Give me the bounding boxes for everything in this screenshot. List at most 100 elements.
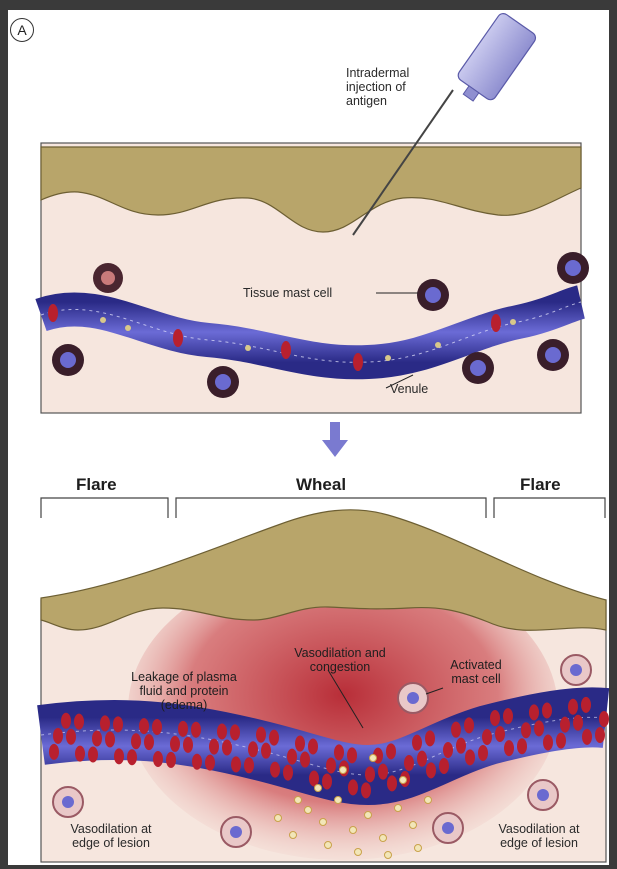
- red-blood-cell: [178, 721, 188, 737]
- flare-left-heading: Flare: [76, 475, 117, 495]
- red-blood-cell: [404, 755, 414, 771]
- red-blood-cell: [88, 747, 98, 763]
- red-blood-cell: [465, 749, 475, 765]
- red-blood-cell: [248, 741, 258, 757]
- red-blood-cell: [582, 729, 592, 745]
- red-blood-cell: [495, 726, 505, 742]
- red-blood-cell: [105, 731, 115, 747]
- red-blood-cell: [261, 743, 271, 759]
- red-blood-cell: [74, 714, 84, 730]
- red-blood-cell: [326, 757, 336, 773]
- red-blood-cell: [269, 730, 279, 746]
- red-blood-cell: [568, 699, 578, 715]
- plasma-protein-dot: [320, 819, 327, 826]
- red-blood-cell: [166, 752, 176, 768]
- plasma-protein-dot: [290, 832, 297, 839]
- red-blood-cell: [170, 736, 180, 752]
- red-blood-cell: [256, 727, 266, 743]
- wheal-heading: Wheal: [296, 475, 346, 495]
- red-blood-cell: [503, 708, 513, 724]
- plasma-protein-dot: [380, 835, 387, 842]
- red-blood-cell: [581, 697, 591, 713]
- red-blood-cell: [426, 762, 436, 778]
- plasma-protein-dot: [355, 849, 362, 856]
- plasma-protein-dot: [315, 785, 322, 792]
- red-blood-cell: [144, 734, 154, 750]
- red-blood-cell: [361, 782, 371, 798]
- red-blood-cell: [139, 718, 149, 734]
- red-blood-cell: [270, 762, 280, 778]
- red-blood-cell: [100, 715, 110, 731]
- top-panel: [41, 11, 589, 413]
- red-blood-cell: [92, 731, 102, 747]
- plasma-protein-dot: [325, 842, 332, 849]
- red-blood-cell: [75, 746, 85, 762]
- red-blood-cell: [114, 748, 124, 764]
- leakage-label: Leakage of plasma fluid and protein (ede…: [114, 670, 254, 712]
- red-blood-cell: [152, 719, 162, 735]
- red-blood-cell: [378, 764, 388, 780]
- plasma-protein-dot: [275, 815, 282, 822]
- plasma-protein-dot: [295, 797, 302, 804]
- red-blood-cell: [295, 736, 305, 752]
- red-blood-cell: [230, 724, 240, 740]
- plasma-protein-dot: [400, 777, 407, 784]
- red-blood-cell: [217, 724, 227, 740]
- red-blood-cell: [543, 735, 553, 751]
- red-blood-cell: [347, 747, 357, 763]
- red-blood-cell: [573, 715, 583, 731]
- diagram-artwork: [8, 10, 609, 865]
- plasma-protein-dot: [335, 797, 342, 804]
- red-blood-cell: [595, 727, 605, 743]
- red-blood-cell: [300, 752, 310, 768]
- red-blood-cell: [386, 743, 396, 759]
- plasma-protein-dot: [415, 845, 422, 852]
- red-blood-cell: [183, 737, 193, 753]
- plasma-protein-dot: [410, 822, 417, 829]
- red-blood-cell: [209, 739, 219, 755]
- flare-right-heading: Flare: [520, 475, 561, 495]
- red-blood-cell: [66, 729, 76, 745]
- edge-right-label: Vasodilation at edge of lesion: [474, 822, 604, 850]
- red-blood-cell: [283, 765, 293, 781]
- red-blood-cell: [456, 738, 466, 754]
- red-blood-cell: [244, 757, 254, 773]
- red-blood-cell: [599, 711, 609, 727]
- red-blood-cell: [348, 779, 358, 795]
- red-blood-cell: [387, 775, 397, 791]
- red-blood-cell: [53, 728, 63, 744]
- red-blood-cell: [412, 735, 422, 751]
- red-blood-cell: [556, 733, 566, 749]
- plasma-protein-dot: [385, 852, 392, 859]
- plasma-protein-dot: [370, 755, 377, 762]
- red-blood-cell: [464, 717, 474, 733]
- plasma-protein-dot: [350, 827, 357, 834]
- red-blood-cell: [49, 744, 59, 760]
- red-blood-cell: [482, 729, 492, 745]
- red-blood-cell: [529, 704, 539, 720]
- red-blood-cell: [191, 722, 201, 738]
- red-blood-cell: [560, 717, 570, 733]
- red-blood-cell: [127, 749, 137, 765]
- red-blood-cell: [542, 703, 552, 719]
- plasma-protein-dot: [305, 807, 312, 814]
- red-blood-cell: [61, 713, 71, 729]
- red-blood-cell: [192, 754, 202, 770]
- red-blood-cell: [153, 751, 163, 767]
- red-blood-cell: [521, 722, 531, 738]
- red-blood-cell: [451, 722, 461, 738]
- red-blood-cell: [287, 749, 297, 765]
- red-blood-cell: [322, 773, 332, 789]
- red-blood-cell: [417, 751, 427, 767]
- red-blood-cell: [425, 730, 435, 746]
- red-blood-cell: [113, 716, 123, 732]
- red-blood-cell: [439, 758, 449, 774]
- red-blood-cell: [308, 739, 318, 755]
- injection-label: Intradermal injection of antigen: [346, 66, 409, 108]
- red-blood-cell: [222, 740, 232, 756]
- vasodilation-label: Vasodilation and congestion: [270, 646, 410, 674]
- edge-left-label: Vasodilation at edge of lesion: [46, 822, 176, 850]
- venule-label: Venule: [390, 382, 428, 396]
- down-arrow: [322, 422, 348, 457]
- activated-mast-cell-label: Activated mast cell: [426, 658, 526, 686]
